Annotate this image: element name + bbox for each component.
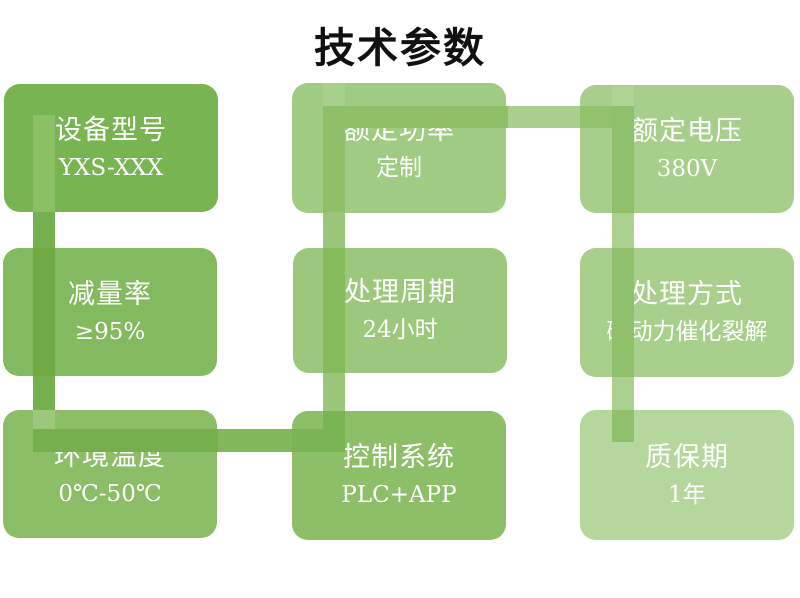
connector-right-tail-box3 (612, 85, 634, 106)
connector-mid-in-box5 (323, 248, 345, 373)
connector-left-gap1 (33, 212, 55, 248)
connector-bottom-in-box7 (33, 429, 218, 452)
box-label: 额定电压 (631, 115, 743, 147)
connector-bottom-gap (218, 429, 292, 452)
box-label: 处理周期 (344, 277, 456, 308)
connector-mid-tail-box2 (323, 83, 345, 106)
connector-right-tail-box9 (612, 410, 634, 442)
box-label: 减量率 (68, 278, 152, 310)
box-label: 控制系统 (343, 442, 455, 473)
connector-mid-gap1 (323, 212, 345, 248)
connector-top-gap (508, 106, 580, 128)
connector-right-in-box6 (612, 248, 634, 377)
box-value: 1年 (668, 481, 706, 508)
box-value: 380V (656, 155, 718, 182)
connector-left-in-box1 (33, 115, 55, 212)
connector-left-tail-box7 (33, 410, 55, 429)
box-value: 0℃-50℃ (58, 480, 162, 507)
box-value: PLC+APP (341, 482, 457, 508)
box-value: 磁动力催化裂解 (606, 319, 768, 345)
connector-right-gap1 (612, 213, 634, 248)
connector-mid-gap2 (323, 373, 345, 411)
box-value: 定制 (376, 154, 422, 181)
box-label: 设备型号 (55, 114, 167, 146)
page-title: 技术参数 (314, 24, 486, 72)
connector-left-gap2 (33, 376, 55, 410)
connector-left-in-box4 (33, 248, 55, 376)
connector-mid-in-box8 (323, 411, 345, 452)
connector-top-in-box2 (323, 106, 508, 128)
box-value: 24小时 (362, 317, 438, 343)
connector-right-in-box3 (612, 106, 634, 213)
connector-mid-in-box2 (323, 106, 345, 212)
box-label: 处理方式 (631, 279, 743, 310)
box-value: YXS-XXX (58, 154, 164, 181)
box-value: ≥95% (74, 318, 146, 345)
box-label: 质保期 (645, 441, 729, 473)
connector-right-gap2 (612, 377, 634, 410)
